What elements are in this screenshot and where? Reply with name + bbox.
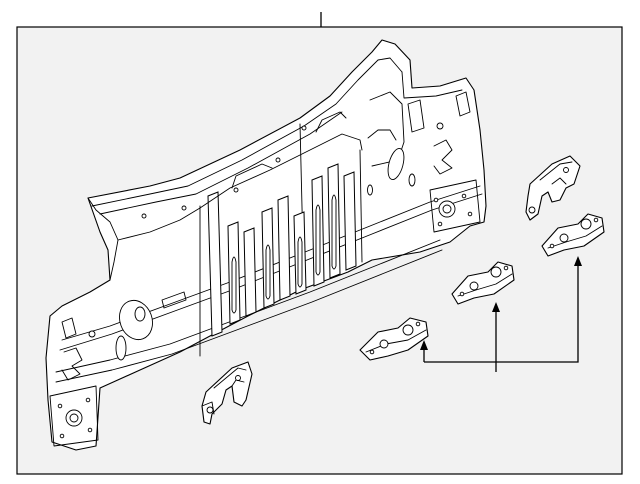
left-bracket — [201, 361, 253, 425]
right-upper-bracket — [525, 155, 581, 221]
arrowhead-middle — [492, 302, 500, 312]
rear-body-panel — [45, 39, 487, 451]
reinforcement-plate-middle — [451, 261, 515, 305]
arrowhead-lower — [420, 340, 428, 350]
arrowhead-upper — [574, 256, 582, 266]
reinforcement-plate-upper — [541, 213, 605, 257]
callout-leader-bracket — [420, 256, 582, 372]
reinforcement-plate-lower — [359, 317, 429, 361]
